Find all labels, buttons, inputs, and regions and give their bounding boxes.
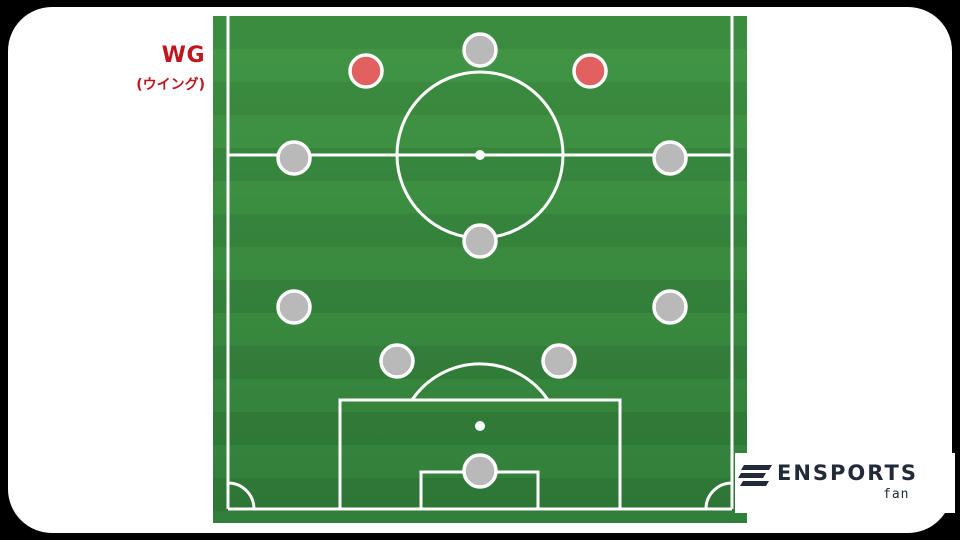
- penalty-arc: [410, 362, 550, 401]
- player-marker-forward-left: [348, 53, 384, 89]
- player-marker-back-left: [379, 343, 415, 379]
- player-marker-forward-right: [572, 53, 608, 89]
- player-marker-wide-right: [652, 140, 688, 176]
- player-marker-mid-left: [276, 289, 312, 325]
- ensports-logo[interactable]: ENSPORTS fan: [735, 453, 955, 513]
- pitch-diagram: [213, 16, 747, 523]
- player-marker-goalkeeper: [462, 453, 498, 489]
- player-marker-forward-center: [462, 32, 498, 68]
- brand-name: ENSPORTS: [777, 461, 918, 485]
- ensports-logo-icon: [738, 465, 772, 486]
- player-marker-mid-right: [652, 289, 688, 325]
- player-marker-wide-left: [276, 140, 312, 176]
- position-reading: (ウイング): [136, 77, 205, 93]
- corner-arc-right: [704, 481, 733, 510]
- player-marker-midfield-center: [462, 223, 498, 259]
- player-marker-back-right: [541, 343, 577, 379]
- position-abbr: WG: [161, 43, 205, 68]
- players-layer: [276, 32, 688, 489]
- corner-arc-left: [227, 481, 256, 510]
- penalty-spot: [475, 421, 485, 431]
- center-spot: [475, 150, 485, 160]
- brand-sub: fan: [883, 487, 910, 502]
